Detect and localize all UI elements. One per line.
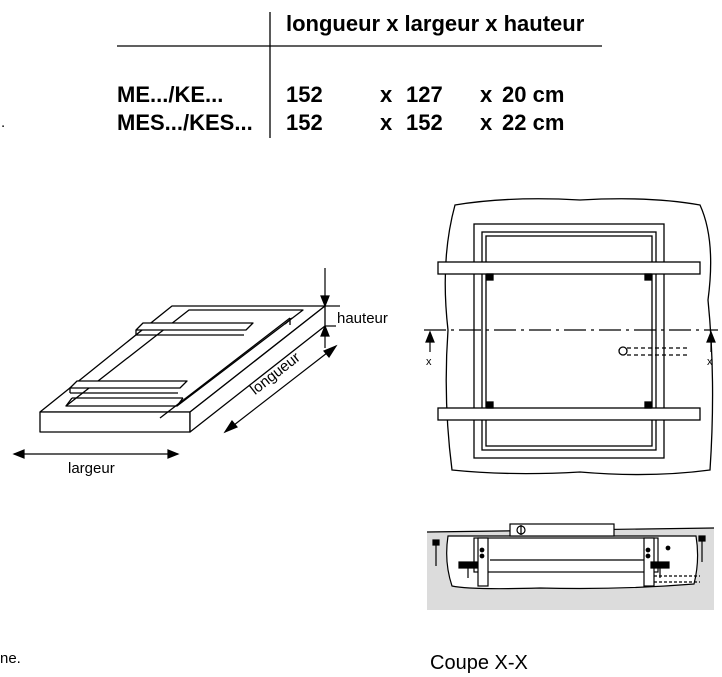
margin-fragment-ne: ne. — [0, 650, 21, 667]
section-view — [426, 523, 715, 610]
table-header: longueur x largeur x hauteur — [286, 11, 585, 36]
table-row-2-model: MES.../KES... — [117, 110, 253, 135]
table-row-1-length: 152 — [286, 82, 323, 107]
largeur-dimension — [12, 449, 180, 459]
table-row-2-width: 152 — [406, 110, 443, 135]
largeur-label: largeur — [68, 460, 115, 477]
table-row-1-model: ME.../KE... — [117, 82, 224, 107]
plan-bar-top — [437, 261, 701, 275]
section-caption: Coupe X-X — [430, 652, 528, 674]
hauteur-dimension — [320, 268, 340, 348]
section-arrows — [425, 330, 716, 352]
section-mark-left: x — [426, 356, 432, 368]
table-row-1-height: 20 cm — [502, 82, 565, 107]
spirit-level — [509, 523, 615, 537]
pit-outline — [444, 198, 714, 476]
plan-bar-bottom — [437, 407, 701, 421]
longueur-dimension — [223, 344, 338, 434]
table-row-1-x1: x — [380, 82, 393, 107]
frame-isometric — [39, 305, 326, 433]
plan-view — [424, 198, 718, 476]
margin-dot: . — [1, 114, 6, 131]
table-row-2-height: 22 cm — [502, 110, 565, 135]
section-frame — [473, 537, 659, 573]
table-row-1-x2: x — [480, 82, 493, 107]
table-row-2-x1: x — [380, 110, 393, 135]
table-row-2-length: 152 — [286, 110, 323, 135]
hauteur-label: hauteur — [336, 310, 389, 327]
table-row-1-width: 127 — [406, 82, 443, 107]
table-row-2-x2: x — [480, 110, 493, 135]
section-mark-right: x — [707, 356, 713, 368]
